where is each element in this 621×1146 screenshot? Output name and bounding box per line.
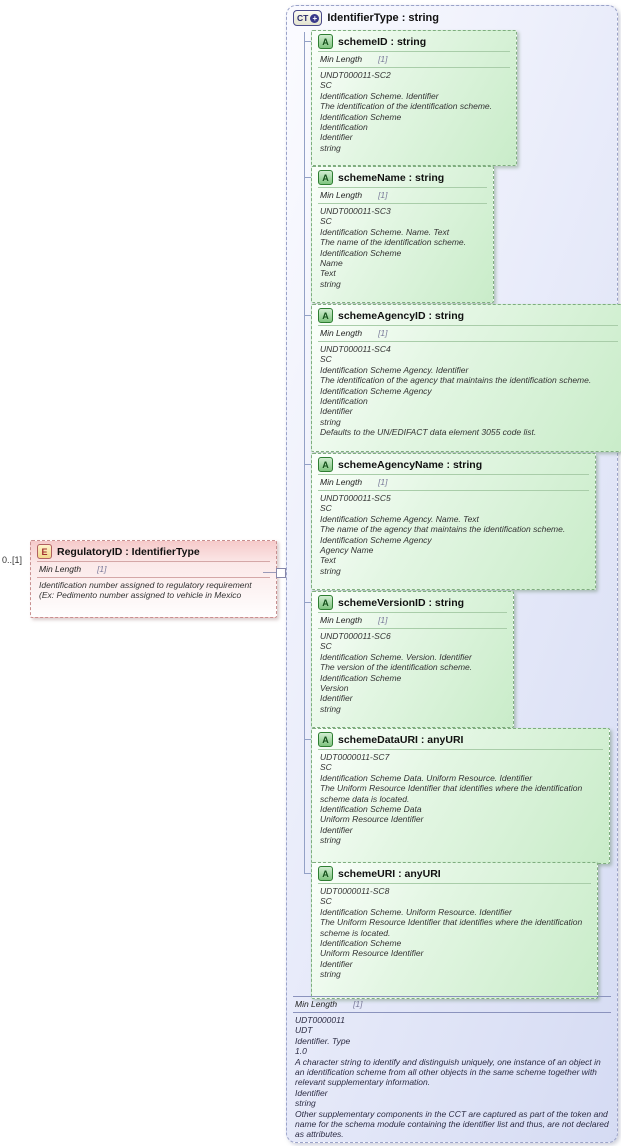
- attribute-icon: A: [318, 595, 333, 610]
- expand-icon[interactable]: +: [310, 13, 320, 23]
- attribute-header: A schemeDataURI : anyURI: [318, 732, 603, 747]
- facet-label: Min Length: [320, 615, 363, 625]
- element-box-regulatoryid[interactable]: E RegulatoryID : IdentifierType Min Leng…: [30, 540, 277, 618]
- attribute-header: A schemeAgencyID : string: [318, 308, 618, 323]
- attribute-annotation: UNDT000011-SC5 SC Identification Scheme …: [320, 493, 566, 576]
- facet-row: Min Length [1]: [293, 998, 611, 1010]
- attribute-box-schemeagencyname[interactable]: A schemeAgencyName : string Min Length [1…: [311, 453, 596, 590]
- divider: [318, 474, 589, 475]
- attribute-icon: A: [318, 34, 333, 49]
- divider: [318, 749, 603, 750]
- attribute-icon: A: [318, 308, 333, 323]
- attribute-annotation: UNDT000011-SC2 SC Identification Scheme.…: [320, 70, 492, 153]
- element-annotation: Identification number assigned to regula…: [39, 580, 252, 601]
- divider: [318, 612, 507, 613]
- connector-handle: [276, 568, 286, 578]
- facet-value: [1]: [378, 54, 388, 64]
- facet-label: Min Length: [320, 54, 363, 64]
- tree-stub: [304, 602, 312, 603]
- type-facet-value: [1]: [353, 999, 363, 1009]
- facet-row: Min Length [1]: [318, 614, 507, 626]
- tree-stub: [304, 739, 312, 740]
- attribute-box-schemename[interactable]: A schemeName : string Min Length [1] UNDT…: [311, 166, 494, 303]
- facet-value: [1]: [378, 615, 388, 625]
- attribute-box-schemedatauri[interactable]: A schemeDataURI : anyURI UDT0000011-SC7 …: [311, 728, 610, 864]
- attribute-header: A schemeAgencyName : string: [318, 457, 589, 472]
- attribute-icon: A: [318, 866, 333, 881]
- type-annotation: UDT0000011 UDT Identifier. Type 1.0 A ch…: [295, 1015, 609, 1140]
- divider: [318, 187, 487, 188]
- connector-line: [263, 572, 286, 573]
- divider: [318, 325, 618, 326]
- facet-label: Min Length: [320, 328, 363, 338]
- facet-label: Min Length: [320, 190, 363, 200]
- attribute-title: schemeVersionID : string: [338, 596, 465, 609]
- facet-value: [1]: [97, 564, 107, 574]
- facet-row: Min Length [1]: [318, 327, 618, 339]
- facet-label: Min Length: [39, 564, 82, 574]
- attribute-title: schemeName : string: [338, 171, 445, 184]
- type-facet-label: Min Length: [295, 999, 338, 1009]
- attribute-icon: A: [318, 170, 333, 185]
- complex-type-icon-label: CT: [297, 13, 309, 23]
- complex-type-title: IdentifierType : string: [327, 12, 439, 24]
- complex-type-header: CT + IdentifierType : string: [293, 10, 439, 26]
- tree-stub: [304, 177, 312, 178]
- attribute-box-schemeuri[interactable]: A schemeURI : anyURI UDT0000011-SC8 SC I…: [311, 862, 598, 999]
- attribute-title: schemeDataURI : anyURI: [338, 733, 464, 746]
- facet-label: Min Length: [320, 477, 363, 487]
- divider: [318, 67, 510, 68]
- element-title: RegulatoryID : IdentifierType: [57, 545, 200, 558]
- element-icon: E: [37, 544, 52, 559]
- attribute-header: A schemeID : string: [318, 34, 510, 49]
- attribute-annotation: UNDT000011-SC6 SC Identification Scheme.…: [320, 631, 473, 714]
- facet-row: Min Length [1]: [318, 476, 589, 488]
- divider: [318, 51, 510, 52]
- facet-row: Min Length [1]: [318, 53, 510, 65]
- attribute-icon: A: [318, 732, 333, 747]
- cardinality-label: 0..[1]: [2, 555, 23, 565]
- divider: [37, 561, 270, 562]
- divider: [293, 1012, 611, 1013]
- attribute-header: A schemeURI : anyURI: [318, 866, 591, 881]
- tree-stub: [304, 315, 312, 316]
- divider: [37, 577, 270, 578]
- divider: [318, 883, 591, 884]
- attribute-annotation: UDT0000011-SC8 SC Identification Scheme.…: [320, 886, 583, 980]
- tree-stub: [304, 41, 312, 42]
- attribute-header: A schemeName : string: [318, 170, 487, 185]
- facet-row: Min Length [1]: [37, 563, 270, 575]
- attribute-annotation: UNDT000011-SC3 SC Identification Scheme.…: [320, 206, 466, 289]
- type-footer: Min Length [1] UDT0000011 UDT Identifier.…: [293, 994, 611, 1140]
- attribute-annotation: UNDT000011-SC4 SC Identification Scheme …: [320, 344, 592, 438]
- attribute-icon: A: [318, 457, 333, 472]
- divider: [293, 996, 611, 997]
- facet-value: [1]: [378, 328, 388, 338]
- attribute-header: A schemeVersionID : string: [318, 595, 507, 610]
- divider: [318, 628, 507, 629]
- complex-type-box-identifiertype[interactable]: CT + IdentifierType : string A schemeID …: [286, 5, 621, 1143]
- attribute-title: schemeAgencyID : string: [338, 309, 465, 322]
- facet-value: [1]: [378, 477, 388, 487]
- attribute-title: schemeAgencyName : string: [338, 458, 483, 471]
- divider: [318, 341, 618, 342]
- complex-type-icon: CT +: [293, 10, 323, 26]
- attribute-title: schemeURI : anyURI: [338, 867, 441, 880]
- tree-stub: [304, 464, 312, 465]
- divider: [318, 203, 487, 204]
- attribute-box-schemeid[interactable]: A schemeID : string Min Length [1] UNDT00…: [311, 30, 517, 166]
- attribute-box-schemeversionid[interactable]: A schemeVersionID : string Min Length [1]…: [311, 591, 514, 728]
- tree-line: [304, 32, 305, 873]
- attribute-box-schemeagencyid[interactable]: A schemeAgencyID : string Min Length[1] …: [311, 304, 621, 452]
- facet-value: [1]: [378, 190, 388, 200]
- element-header: E RegulatoryID : IdentifierType: [37, 544, 270, 559]
- attribute-title: schemeID : string: [338, 35, 427, 48]
- tree-stub: [304, 873, 312, 874]
- attribute-annotation: UDT0000011-SC7 SC Identification Scheme …: [320, 752, 583, 846]
- divider: [318, 490, 589, 491]
- facet-row: Min Length [1]: [318, 189, 487, 201]
